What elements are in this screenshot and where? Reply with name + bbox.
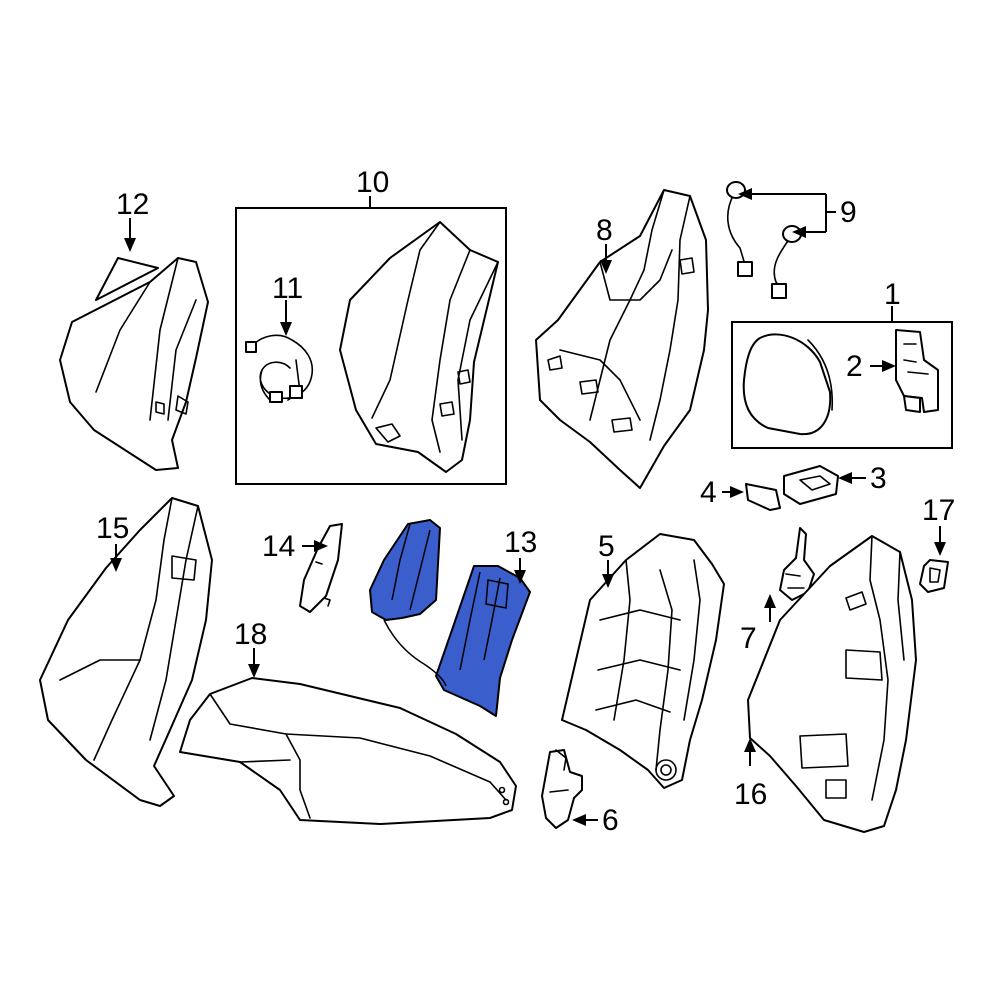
- part-11-harness[interactable]: [245, 334, 314, 403]
- part-3-switch[interactable]: [783, 465, 839, 505]
- part-5-seatback-frame[interactable]: [561, 533, 725, 789]
- group-box-1: [731, 321, 953, 449]
- callout-2: 2: [846, 350, 863, 383]
- callout-3: 3: [870, 462, 887, 495]
- callout-1: 1: [884, 278, 901, 311]
- callout-4: 4: [700, 476, 717, 509]
- part-2-headrest-guide[interactable]: [895, 329, 939, 413]
- callout-18: 18: [234, 618, 267, 651]
- part-1-headrest[interactable]: [742, 333, 834, 436]
- callout-11: 11: [272, 272, 303, 305]
- callout-16: 16: [734, 778, 767, 811]
- callout-6: 6: [602, 804, 619, 837]
- part-12-side-trim[interactable]: [59, 257, 209, 471]
- callout-17: 17: [922, 494, 955, 527]
- callout-15: 15: [96, 512, 129, 545]
- callout-labels: 12 10 11 8 9 1 2 3 4 17 15 14 13 5 7 18 …: [96, 166, 955, 837]
- callout-13: 13: [504, 526, 537, 559]
- part-18-seat-cushion[interactable]: [179, 677, 517, 825]
- part-6-hinge-bracket[interactable]: [541, 749, 583, 829]
- callout-8: 8: [596, 214, 613, 247]
- part-4-clip[interactable]: [745, 483, 781, 511]
- part-17-insert[interactable]: [919, 559, 949, 593]
- part-10-seatback-pad[interactable]: [339, 221, 499, 473]
- callout-12: 12: [116, 188, 149, 221]
- part-8-seatback-frame[interactable]: [535, 189, 709, 489]
- part-15-seatback-cover[interactable]: [39, 497, 213, 807]
- callout-5: 5: [598, 530, 615, 563]
- leader-lines: [110, 188, 946, 826]
- part-7-latch[interactable]: [779, 527, 815, 601]
- part-16-rear-panel[interactable]: [747, 535, 917, 833]
- part-14-bracket[interactable]: [299, 523, 343, 613]
- callout-10: 10: [356, 166, 389, 199]
- callout-7: 7: [740, 622, 757, 655]
- part-9-harness[interactable]: [726, 181, 802, 299]
- part-13-heater-element[interactable]: [369, 519, 531, 717]
- callout-9: 9: [840, 196, 857, 229]
- callout-14: 14: [262, 530, 295, 563]
